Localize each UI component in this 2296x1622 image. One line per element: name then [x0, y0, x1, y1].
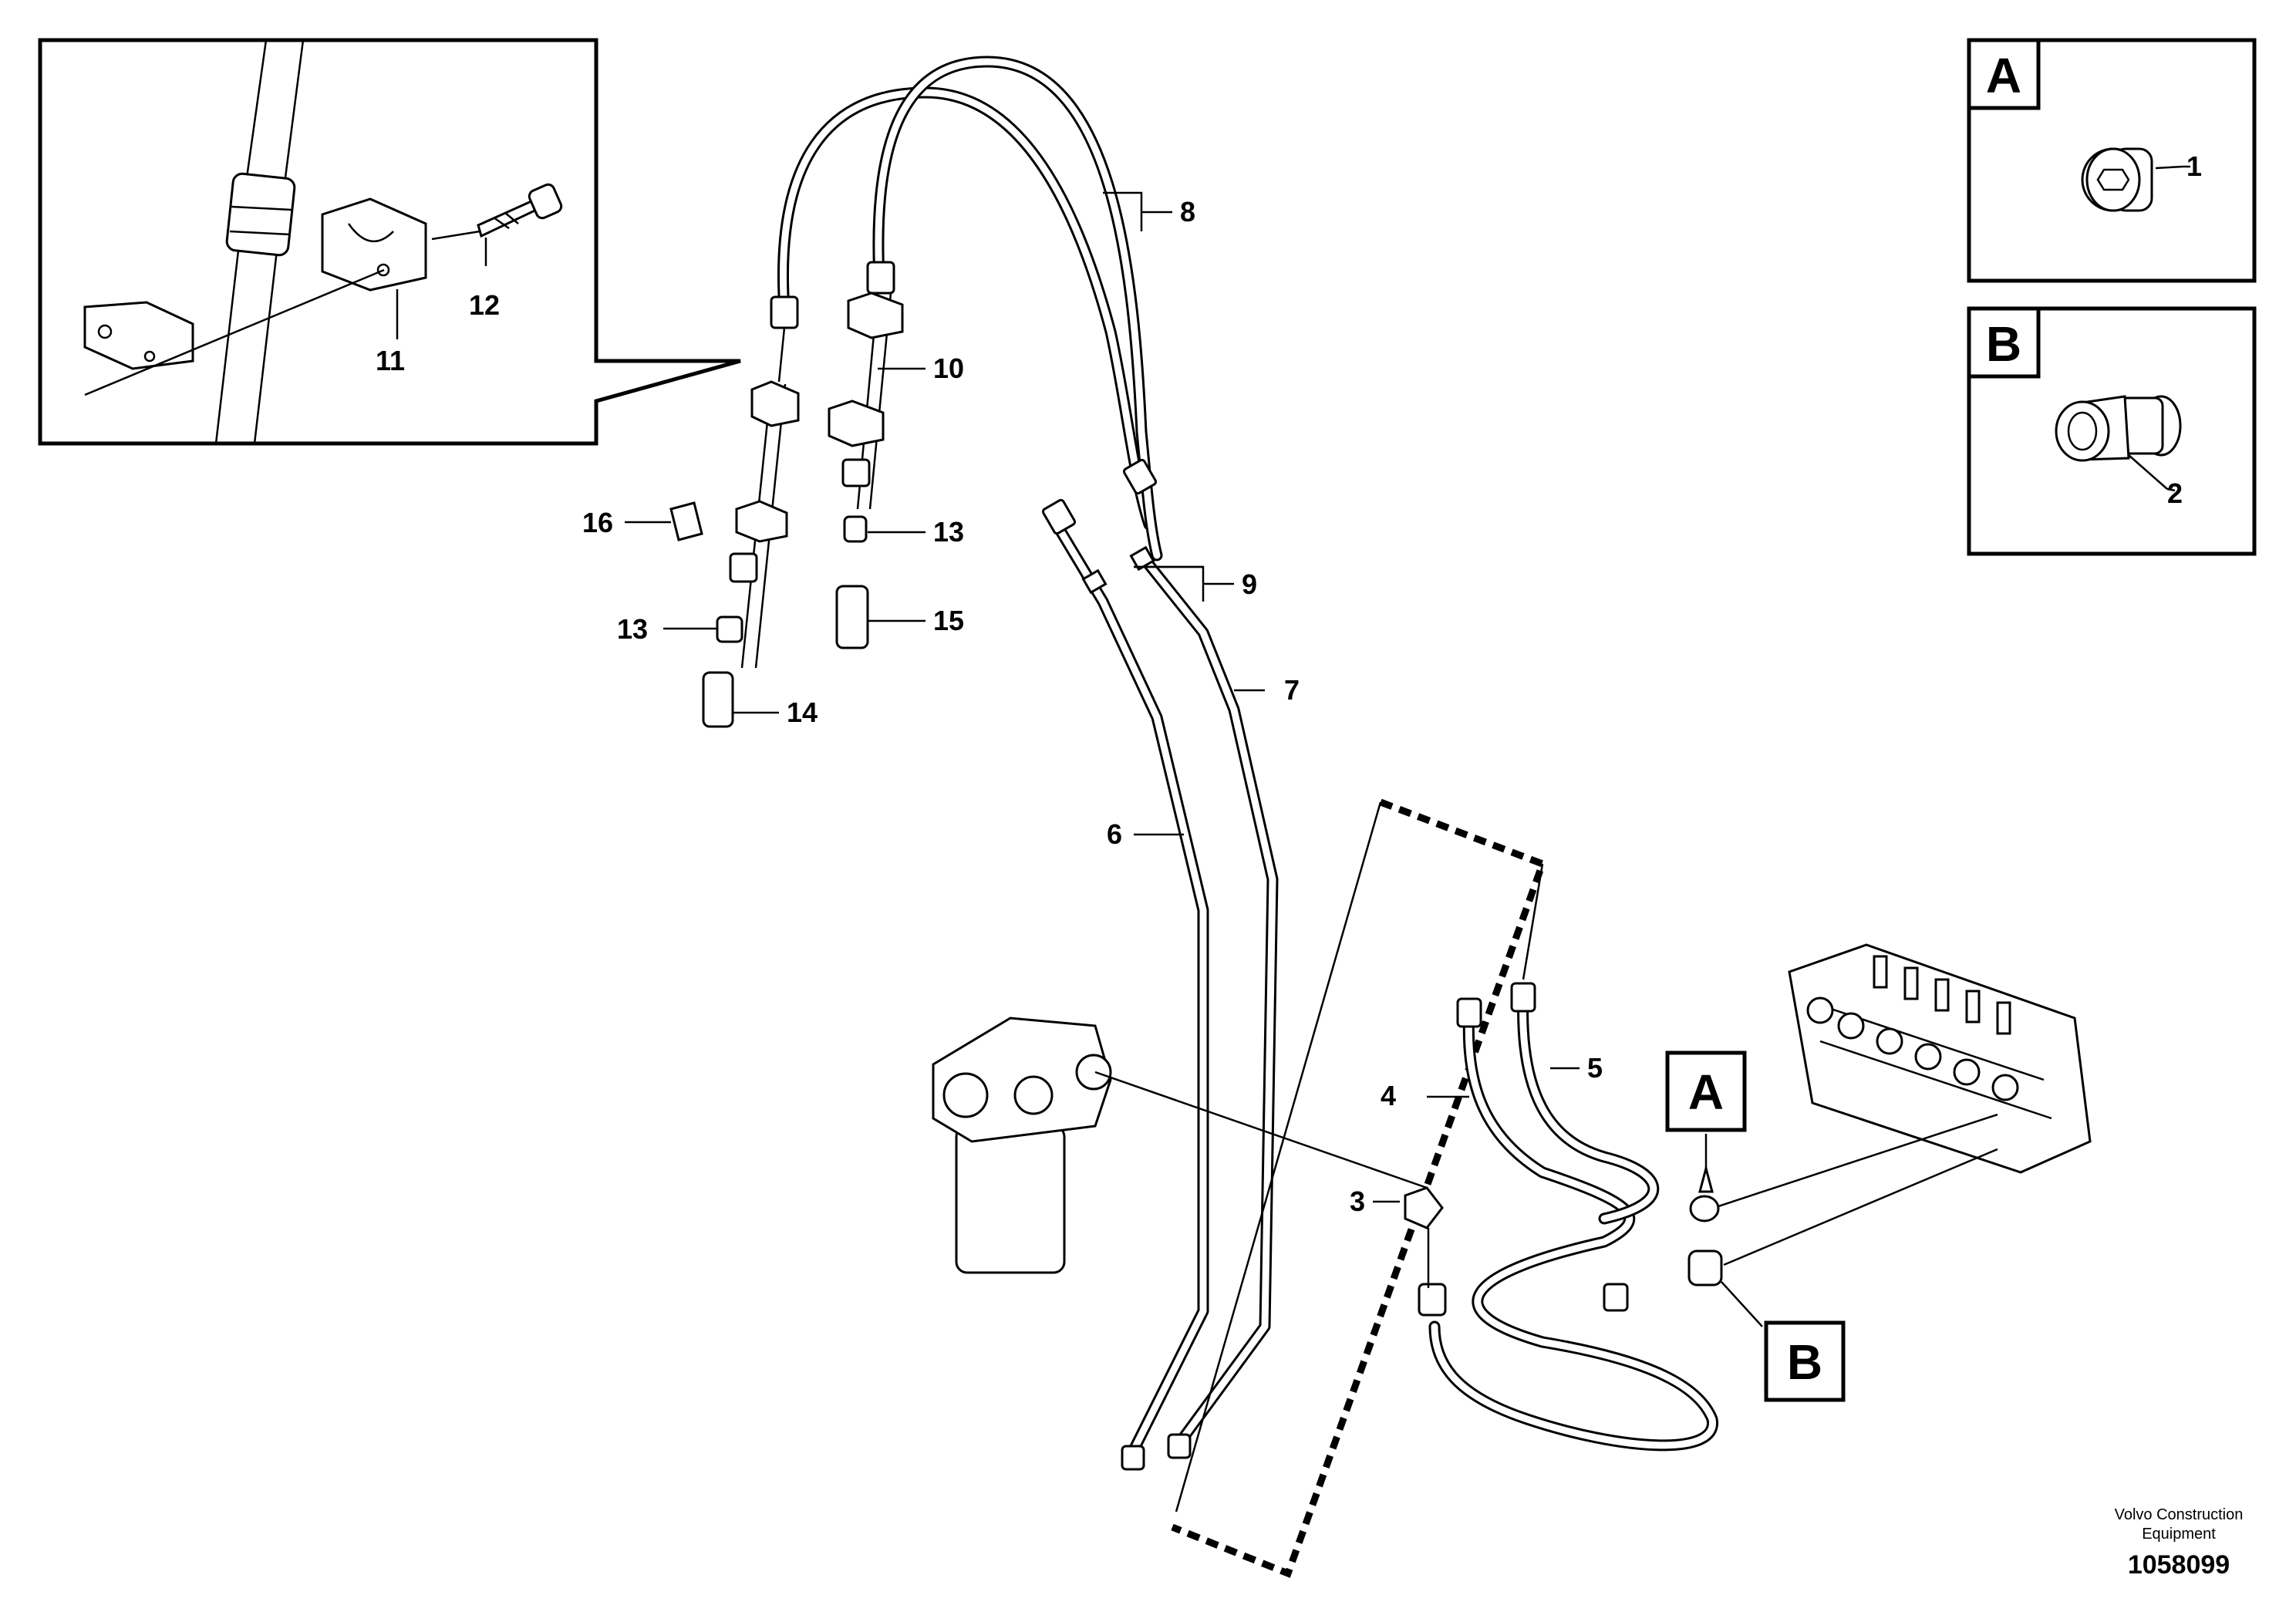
- company-name-line1: Volvo Construction: [2115, 1506, 2244, 1523]
- callout-3: 3: [1350, 1185, 1365, 1217]
- marker-b: B: [1764, 1320, 1846, 1402]
- marker-a: A: [1665, 1050, 1747, 1132]
- drawing-number: 1058099: [2128, 1550, 2230, 1580]
- detail-box-b-label: B: [1986, 316, 2021, 372]
- company-name-line2: Equipment: [2142, 1526, 2216, 1543]
- callout-14: 14: [787, 696, 818, 728]
- callout-15: 15: [933, 605, 964, 636]
- dashed-frame-edge-right: [1522, 863, 1544, 980]
- control-valve-block: [1687, 943, 2092, 1286]
- detail-box-a: [1967, 38, 2257, 283]
- callout-9: 9: [1242, 568, 1257, 600]
- long-hoses: [777, 56, 1163, 561]
- callout-4: 4: [1381, 1080, 1396, 1111]
- detail-box-b: [1967, 306, 2257, 556]
- callout-7: 7: [1284, 674, 1300, 706]
- callout-13-right: 13: [933, 516, 964, 548]
- callout-8: 8: [1180, 196, 1195, 228]
- callout-12: 12: [469, 289, 500, 321]
- detail-box-a-label: A: [1986, 48, 2021, 103]
- callout-6: 6: [1107, 818, 1122, 850]
- callout-numbers: 1 2 3 4 5 6 7 8 9 10 11 12 13 13 14 15 1…: [376, 150, 2202, 1217]
- callout-5: 5: [1587, 1052, 1603, 1084]
- callout-10: 10: [933, 352, 964, 384]
- callout-13-left: 13: [617, 613, 648, 645]
- dashed-frame-edge-left: [1175, 801, 1382, 1512]
- marker-a-label: A: [1688, 1064, 1724, 1120]
- callout-11: 11: [376, 345, 405, 376]
- hose-clamp-fittings: [669, 261, 904, 728]
- filter-housing: [932, 1017, 1428, 1274]
- clamp-detail-inset: [38, 38, 741, 446]
- marker-b-label: B: [1787, 1334, 1822, 1390]
- callout-2: 2: [2167, 477, 2183, 509]
- callout-1: 1: [2186, 150, 2202, 182]
- drawing-footer: Volvo Construction Equipment 1058099: [2115, 1506, 2244, 1580]
- return-hoses: [1404, 982, 1718, 1452]
- callout-16: 16: [582, 507, 613, 538]
- steel-tubes: [1041, 458, 1279, 1471]
- part-leader-lines: [625, 165, 2190, 1327]
